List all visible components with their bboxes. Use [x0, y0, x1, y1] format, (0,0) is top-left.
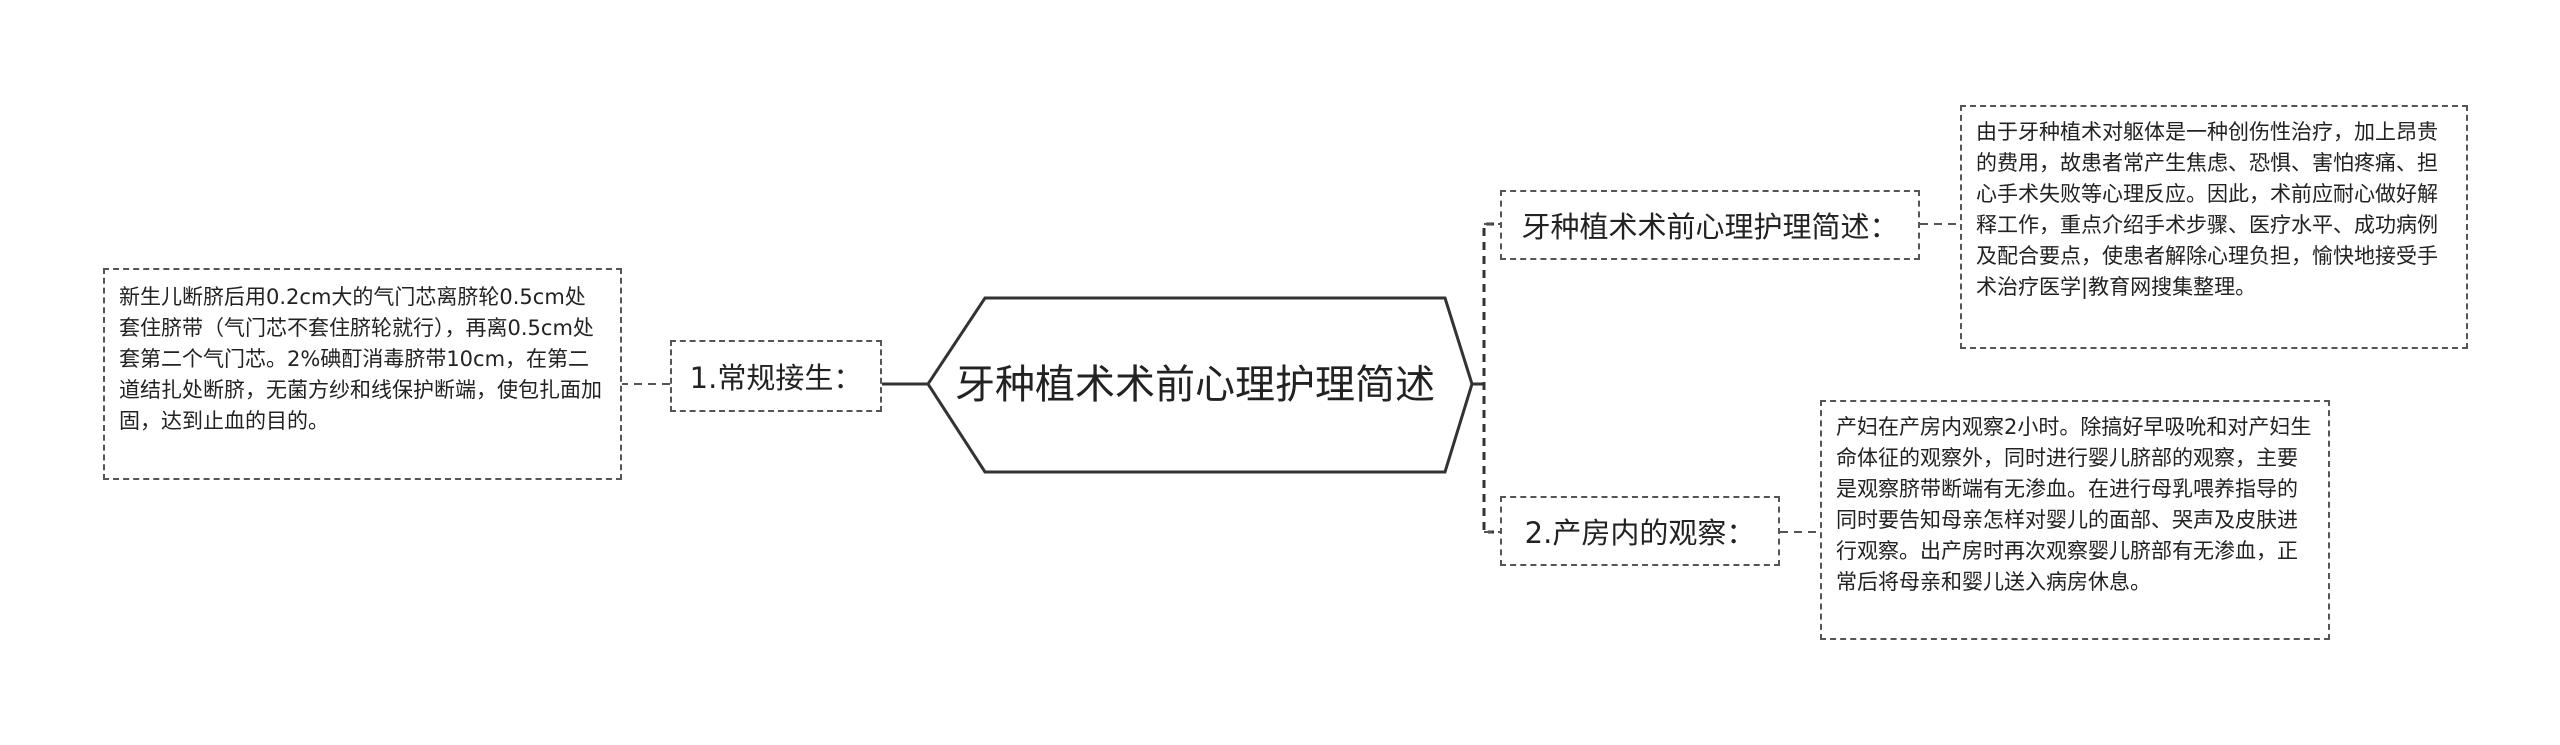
branch-node-2[interactable]: 牙种植术术前心理护理简述： [1500, 190, 1920, 260]
branch-node-1-label: 1.常规接生： [689, 361, 863, 395]
branch-node-1[interactable]: 1.常规接生： [670, 340, 882, 412]
root-node-title[interactable]: 牙种植术术前心理护理简述 [955, 362, 1435, 408]
leaf-node-1[interactable]: 新生儿断脐后用0.2cm大的气门芯离脐轮0.5cm处套住脐带（气门芯不套住脐轮就… [103, 268, 622, 480]
connector-right-bracket [1482, 222, 1494, 534]
branch-node-3-label: 2.产房内的观察： [1524, 516, 1756, 550]
leaf-node-3[interactable]: 产妇在产房内观察2小时。除搞好早吸吮和对产妇生命体征的观察外，同时进行婴儿脐部的… [1820, 400, 2330, 640]
leaf-node-2[interactable]: 由于牙种植术对躯体是一种创伤性治疗，加上昂贵的费用，故患者常产生焦虑、恐惧、害怕… [1960, 105, 2468, 349]
branch-node-3[interactable]: 2.产房内的观察： [1500, 496, 1780, 566]
branch-node-2-label: 牙种植术术前心理护理简述： [1521, 210, 1899, 244]
